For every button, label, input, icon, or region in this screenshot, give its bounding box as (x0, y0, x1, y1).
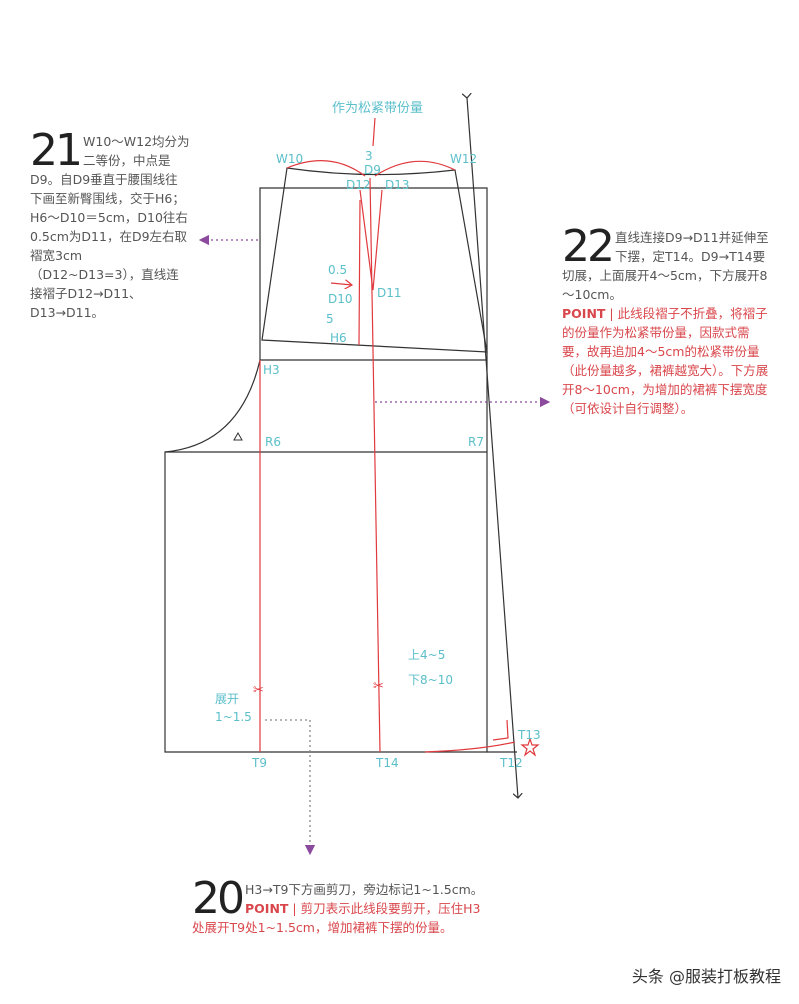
skirt-piece-outline (261, 167, 488, 353)
dart-d12-d11 (359, 189, 374, 291)
point-label: POINT (245, 901, 289, 916)
step-number: 20 (192, 873, 245, 924)
offset-arrow (330, 283, 352, 285)
scissors-icon: ✂ (253, 683, 264, 698)
label-open-top: 上4~5 (408, 648, 446, 662)
step-text: W10～W12均分为二等份，中点是D9。自D9垂直于腰围线往下画至新臀围线，交于… (30, 134, 190, 320)
waist-arc-right (374, 160, 456, 177)
label-r6: R6 (265, 435, 281, 449)
watermark: 头条 @服装打板教程 (631, 967, 781, 986)
label-3: 3 (365, 149, 373, 163)
label-spread-value: 1~1.5 (215, 710, 252, 724)
triangle-mark (233, 431, 243, 441)
step-number: 22 (562, 221, 615, 272)
h6-d10-line (358, 199, 361, 346)
waist-arc-left (286, 160, 366, 177)
label-open-bottom: 下8~10 (408, 673, 453, 687)
label-h6: H6 (330, 331, 347, 345)
label-d10: D10 (328, 292, 353, 306)
point-text: | 剪刀表示此线段要剪开，压住H3处展开T9处1~1.5cm，增加裙裤下摆的份量… (192, 901, 481, 935)
label-d13: D13 (385, 178, 410, 192)
label-0-5: 0.5 (328, 263, 348, 277)
step-text: 直线连接D9→D11并延伸至下摆，定T14。D9→T14要切展，上面展开4～5c… (562, 230, 769, 302)
dart-d13-d11 (372, 189, 383, 291)
label-5: 5 (326, 312, 334, 326)
label-d9: D9 (364, 163, 381, 177)
step-text: H3→T9下方画剪刀，旁边标记1~1.5cm。 (245, 882, 484, 897)
step-number: 21 (30, 125, 83, 176)
scissors-icon: ✂ (373, 679, 384, 694)
label-d11: D11 (377, 286, 402, 300)
top-red-mark (372, 117, 376, 147)
label-d12: D12 (346, 178, 371, 192)
side-guide-arrow (467, 98, 518, 798)
label-t13: T13 (518, 728, 541, 742)
label-elastic: 作为松紧带份量 (332, 101, 424, 116)
point-label: POINT (562, 306, 606, 321)
label-w12: W12 (450, 152, 478, 166)
label-t12: T12 (500, 756, 523, 770)
label-r7: R7 (468, 435, 484, 449)
step-20-note: 20 H3→T9下方画剪刀，旁边标记1~1.5cm。 POINT | 剪刀表示此… (192, 873, 492, 937)
slash-line-d9-t14 (369, 177, 381, 753)
pointer-step20 (265, 719, 316, 856)
front-pants-outline (164, 187, 488, 753)
step-22-note: 22 直线连接D9→D11并延伸至下摆，定T14。D9→T14要切展，上面展开4… (562, 221, 772, 418)
label-h3: H3 (263, 363, 280, 377)
t13-corner-mark (492, 719, 509, 741)
label-spread: 展开 (215, 692, 240, 706)
point-text: | 此线段褶子不折叠，将褶子的份量作为松紧带份量，因款式需要，故再追加4～5cm… (562, 306, 769, 416)
new-hem-curve (424, 741, 516, 753)
star-icon (520, 737, 540, 757)
label-t9: T9 (252, 756, 267, 770)
label-w10: W10 (276, 152, 304, 166)
step-21-note: 21 W10～W12均分为二等份，中点是D9。自D9垂直于腰围线往下画至新臀围线… (30, 125, 190, 322)
label-t14: T14 (376, 756, 399, 770)
